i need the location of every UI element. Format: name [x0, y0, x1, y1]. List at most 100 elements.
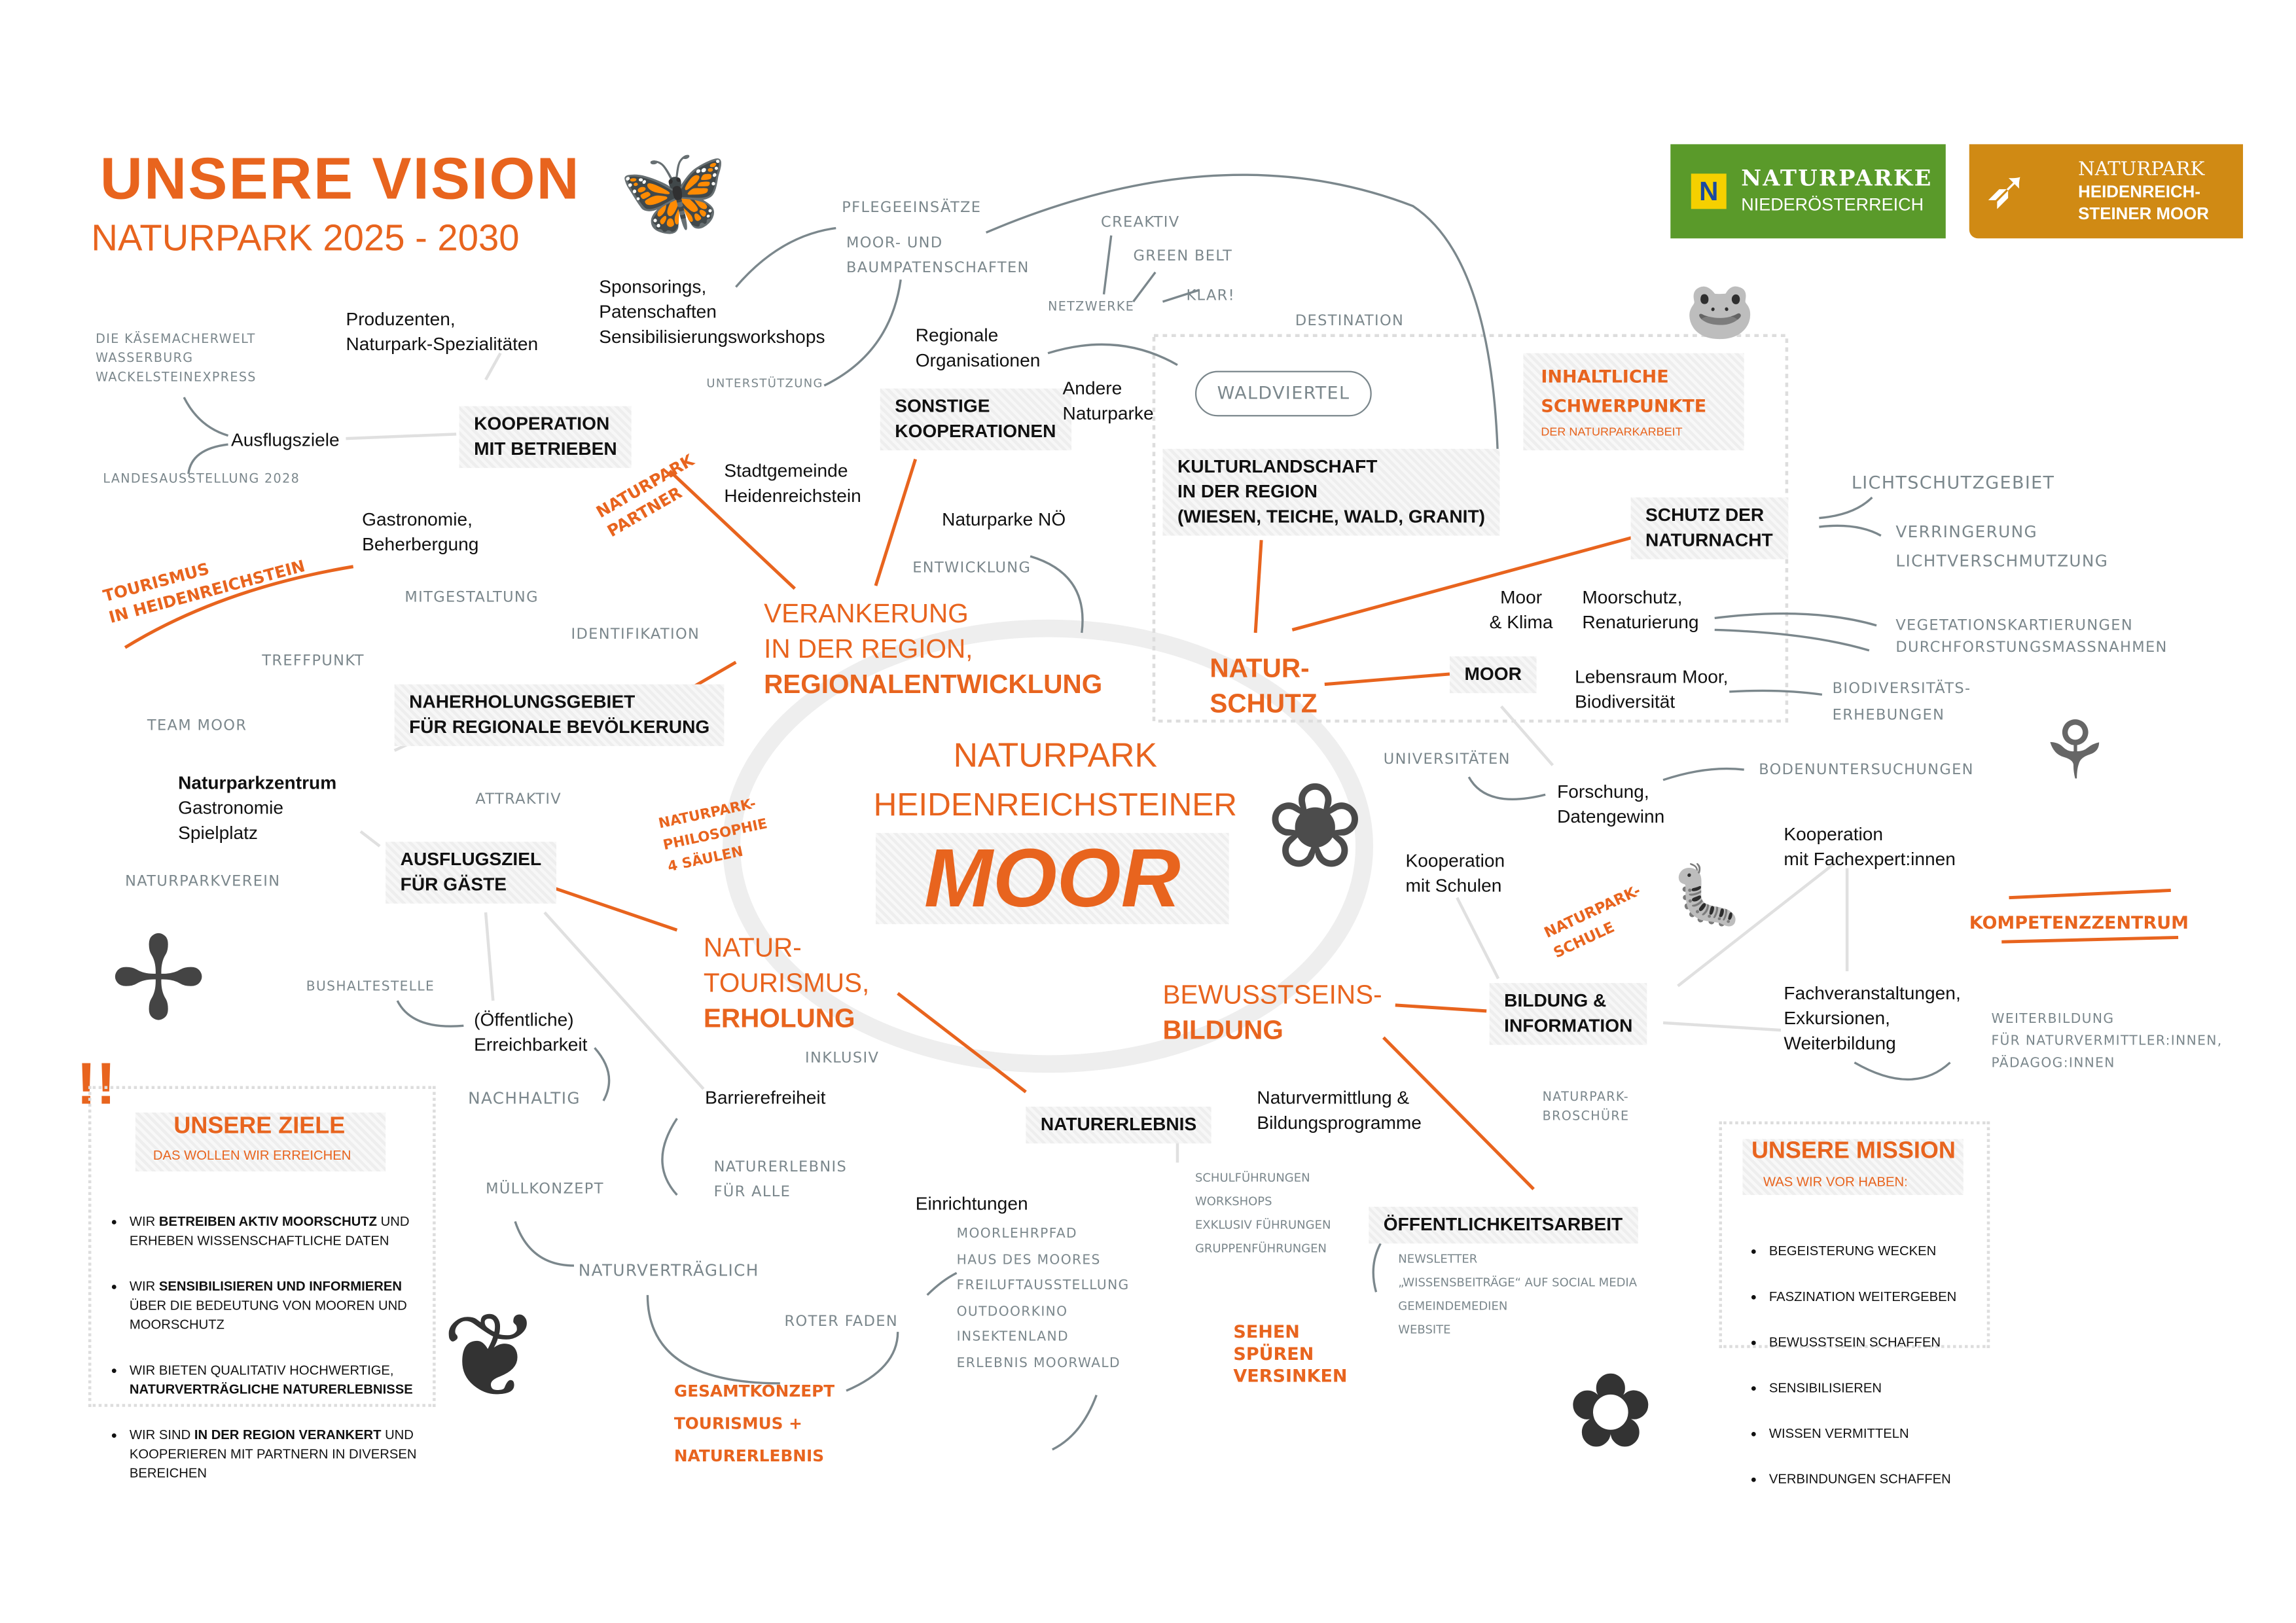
node-oeffentlichkeitsarbeit: ÖFFENTLICHKEITSARBEIT — [1369, 1206, 1638, 1244]
arrow-bottom — [1052, 1395, 1098, 1451]
heather-plant-icon: ⚘ — [2038, 705, 2111, 796]
text-produzenten: Produzenten, Naturpark-Spezialitäten — [346, 309, 539, 355]
ziele-box: UNSERE ZIELE DAS WOLLEN WIR ERREICHEN WI… — [88, 1086, 436, 1480]
mission-item: VERBINDUNGEN SCHAFFEN — [1769, 1470, 1956, 1489]
schwerpunkte-subtitle: DER NATURPARKARBEIT — [1541, 425, 1683, 439]
note-creaktiv: Creaktiv — [1101, 215, 1180, 232]
ziele-item-text: UND KOOPERIEREN MIT PARTNERN IN DIVERSEN… — [129, 1427, 417, 1481]
plant-icon: ❦ — [441, 1291, 541, 1422]
text-lebensraum: Lebensraum Moor, Biodiversität — [1575, 666, 1729, 713]
ziele-item: WIR BETREIBEN AKTIV MOORSCHUTZ UND ERHEB… — [130, 1213, 439, 1251]
pillar-label-bold: ERHOLUNG — [703, 1003, 855, 1033]
arrow-boden — [1662, 767, 1744, 781]
text-erreichbarkeit: (Öffentliche) Erreichbarkeit — [474, 1009, 588, 1056]
ziele-item-text: WIR — [129, 1214, 159, 1229]
page-subtitle: NATURPARK 2025 - 2030 — [91, 217, 520, 259]
note-lichtschutzgebiet: Lichtschutzgebiet — [1851, 472, 2055, 493]
pillar-label-bold: BILDUNG — [1162, 1015, 1283, 1045]
note-waldviertel-cloud: Waldviertel — [1194, 370, 1372, 417]
note-vegetation: Vegetationskartierungen Durchforstungsma… — [1895, 618, 2168, 656]
text-stadtgemeinde: Stadtgemeinde Heidenreichstein — [724, 460, 861, 507]
note-mitgestaltung: Mitgestaltung — [404, 590, 539, 607]
note-fuehrungen: Schulführungen Workshops Exklusiv Führun… — [1194, 1171, 1331, 1256]
pillar-bewusstseinsbildung: BEWUSSTSEINS- BILDUNG — [1162, 977, 1382, 1048]
page-title: UNSERE VISION — [99, 147, 581, 212]
arrows-gesamtkonzept — [646, 1272, 958, 1392]
tourismus-underline — [124, 565, 354, 649]
frog-icon: 🐸 — [1685, 281, 1755, 343]
arrow-waldviertel — [1047, 343, 1178, 366]
center-title-2: HEIDENREICHSTEINER — [873, 785, 1237, 823]
note-naturvertraeglich: Naturverträglich — [578, 1261, 759, 1281]
link-bildung-info — [1395, 1003, 1487, 1013]
note-naturerlebnis-fuer-alle: Naturerlebnis für alle — [713, 1159, 848, 1201]
arrow-muell — [514, 1221, 574, 1267]
text-einrichtungen: Einrichtungen — [915, 1193, 1028, 1215]
arrow-oeff — [1372, 1243, 1382, 1293]
ziele-subtitle: DAS WOLLEN WIR ERREICHEN — [152, 1147, 351, 1163]
text-naturparke-noe: Naturparke NÖ — [942, 509, 1066, 530]
note-roter-faden: Roter Faden — [784, 1314, 899, 1330]
arrow-entwicklung — [1030, 555, 1084, 633]
text-naturvermittlung: Naturvermittlung & Bildungsprogramme — [1257, 1087, 1422, 1133]
logo-text: HEIDENREICH- — [2078, 184, 2200, 202]
ziele-item-text: UND ERHEBEN WISSENSCHAFTLICHE DATEN — [129, 1214, 410, 1248]
note-entwicklung: Entwicklung — [912, 560, 1031, 577]
node-moor: MOOR — [1449, 656, 1537, 694]
note-verringerung: Verringerung Lichtverschmutzung — [1895, 522, 2109, 571]
note-gesamtkonzept: Gesamtkonzept Tourismus + Naturerlebnis — [673, 1382, 835, 1466]
pillar-verankerung: VERANKERUNG IN DER REGION,REGIONALENTWIC… — [764, 596, 1102, 702]
mission-item: BEGEISTERUNG WECKEN — [1769, 1242, 1956, 1261]
node-kulturlandschaft: KULTURLANDSCHAFT IN DER REGION (WIESEN, … — [1162, 448, 1500, 536]
sundew-plant-icon: ❀ — [1265, 760, 1365, 892]
arrow-uni — [1467, 776, 1546, 800]
ziele-item-text: WIR SIND — [129, 1427, 194, 1442]
note-oeffentlichkeit-list: Newsletter „Wissensbeiträge“ auf Social … — [1398, 1252, 1638, 1336]
mission-item: BEWUSSTSEIN SCHAFFEN — [1769, 1333, 1956, 1352]
ziele-list: WIR BETREIBEN AKTIV MOORSCHUTZ UND ERHEB… — [109, 1186, 439, 1510]
butterfly-icon: 🦋 — [618, 143, 728, 241]
note-einrichtungen-list: Moorlehrpfad Haus des Moores Freiluftaus… — [956, 1227, 1130, 1371]
kompetenz-underline — [2001, 888, 2179, 944]
text-moor-klima: Moor & Klima — [1489, 587, 1553, 633]
note-inklusiv: Inklusiv — [805, 1050, 880, 1067]
ziele-item-text: SENSIBILISIEREN UND INFORMIEREN — [158, 1279, 402, 1294]
text-barrierefreiheit: Barrierefreiheit — [705, 1087, 826, 1109]
note-netzwerke: Netzwerke — [1048, 300, 1135, 315]
note-bodenuntersuchungen: Bodenuntersuchungen — [1759, 762, 1974, 779]
text-kooperation-fachexperten: Kooperation mit Fachexpert:innen — [1784, 824, 1956, 870]
logo-text: NATURPARK — [2078, 158, 2205, 181]
center-title-1: NATURPARK — [953, 736, 1157, 774]
schwerpunkte-title: Inhaltliche Schwerpunkte — [1541, 366, 1707, 417]
note-biodiversitaet: Biodiversitäts- Erhebungen — [1832, 681, 1971, 724]
note-pflegeeinsaetze: Pflegeeinsätze — [842, 200, 982, 217]
link-oeffentlichkeit — [1382, 1036, 1535, 1190]
note-attraktiv: Attraktiv — [475, 791, 562, 808]
link-naturerlebnis — [897, 991, 1027, 1094]
arrow-destination — [985, 173, 1499, 508]
text-naturparkzentrum: Naturparkzentrum — [178, 772, 337, 794]
logo-text: NIEDERÖSTERREICH — [1741, 194, 1924, 215]
pillar-label: BEWUSSTSEINS- — [1162, 980, 1382, 1010]
text-regionale-organisationen: Regionale Organisationen — [915, 325, 1041, 371]
ziele-item-text: WIR — [129, 1279, 159, 1294]
arrows-netzwerke — [1102, 235, 1200, 303]
link-kooperationen — [874, 458, 918, 586]
link-ausflugsziel — [551, 885, 678, 932]
dragonfly-icon: ✢ — [110, 914, 207, 1044]
note-ausflugsziele-list: Die Käsemacherwelt Wasserburg Wackelstei… — [96, 332, 257, 386]
note-muellkonzept: Müllkonzept — [486, 1181, 604, 1198]
ziele-item: WIR SIND IN DER REGION VERANKERT UND KOO… — [130, 1426, 439, 1484]
note-bushaltestelle: Bushaltestelle — [306, 980, 435, 995]
mission-item: FASZINATION WEITERGEBEN — [1769, 1288, 1956, 1307]
ziele-item-text: NATURVERTRÄGLICHE NATURERLEBNISSE — [129, 1382, 413, 1397]
node-naherholungsgebiet: NAHERHOLUNGSGEBIET FÜR REGIONALE BEVÖLKE… — [394, 684, 725, 747]
node-bildung-information: BILDUNG & INFORMATION — [1489, 983, 1647, 1045]
ziele-title: UNSERE ZIELE — [173, 1114, 346, 1139]
note-nachhaltig: Nachhaltig — [468, 1089, 581, 1109]
pillar-label-bold: REGIONALENTWICKLUNG — [764, 669, 1103, 700]
pillar-naturtourismus: NATUR- TOURISMUS,ERHOLUNG — [704, 930, 869, 1036]
mission-subtitle: WAS WIR VOR HABEN: — [1763, 1174, 1908, 1189]
noe-logo-icon: N — [1691, 173, 1727, 209]
